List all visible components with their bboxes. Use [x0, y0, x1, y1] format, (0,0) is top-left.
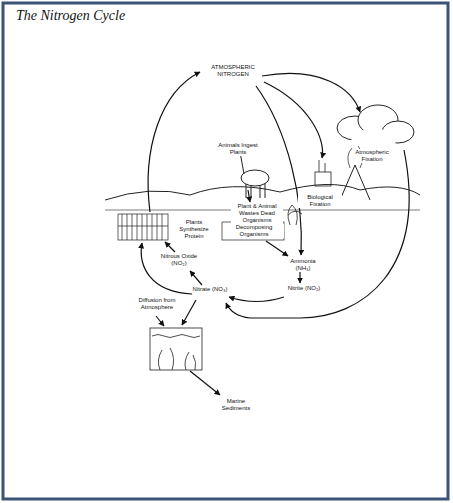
cycle-label: Nitrous Oxide (NO₂): [158, 253, 200, 267]
cycle-arrows: [141, 72, 409, 395]
cycle-label: Animals Ingest Plants: [216, 142, 260, 156]
plant-roots: [118, 214, 168, 240]
aquatic-scene: [150, 328, 202, 370]
factory-and-shrub: [288, 160, 331, 225]
cycle-label: Plants Synthesize Protein: [175, 219, 213, 240]
cycle-label: Diffusion from Atmosphere: [136, 297, 178, 311]
cycle-label: Decomposing Organisms: [224, 224, 284, 238]
cycle-label: Marine Sediments: [216, 398, 256, 412]
landscape: [105, 146, 420, 210]
cycle-label: Nitrate (NO₃): [190, 286, 230, 293]
llama: [236, 150, 269, 198]
cloud: [337, 105, 414, 147]
cycle-label: Ammonia (NH₃): [281, 258, 325, 272]
diagram-title: The Nitrogen Cycle: [16, 8, 125, 24]
frame: [3, 3, 448, 499]
soil-strip: [222, 222, 284, 240]
cycle-label: Nitrite (NO₂): [284, 285, 324, 292]
cycle-label: Biological Fixation: [298, 194, 342, 208]
cycle-label: Plant & Animal Wastes Dead Organisms: [231, 203, 283, 224]
cycle-label: Atmospheric Fixation: [352, 149, 392, 163]
cycle-label: ATMOSPHERIC NITROGEN: [207, 64, 259, 78]
